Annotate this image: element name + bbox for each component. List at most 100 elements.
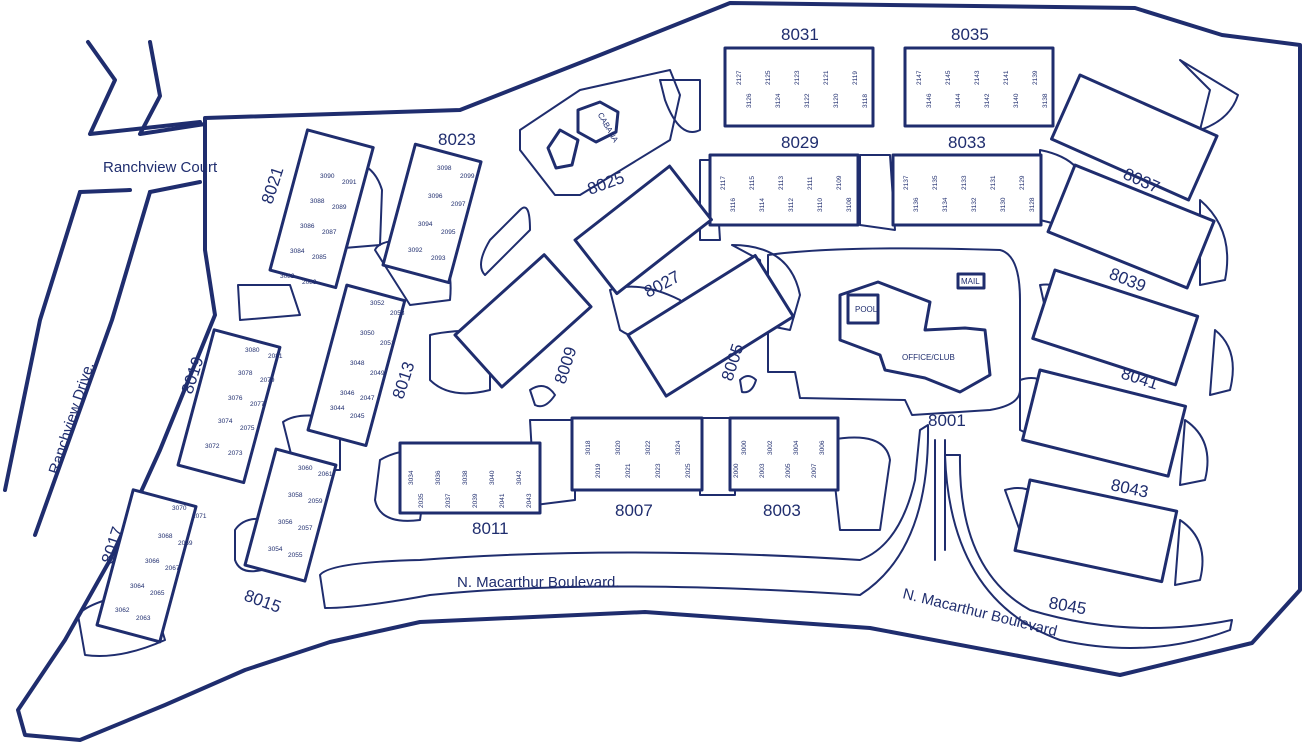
- building-8001-label[interactable]: 8001: [928, 411, 966, 430]
- unit-label: 3018: [585, 440, 592, 455]
- unit-label: 2057: [298, 525, 313, 532]
- building-8031-label[interactable]: 8031: [781, 25, 819, 44]
- unit-label: 2055: [288, 552, 303, 559]
- unit-label: 2083: [302, 279, 317, 286]
- unit-label: 3046: [340, 390, 355, 397]
- unit-label: 3108: [846, 197, 853, 212]
- unit-label: 3074: [218, 418, 233, 425]
- unit-label: 3004: [793, 440, 800, 455]
- unit-labels-8013: 3052 3050 3048 3046 3044 2053 2051 2049 …: [330, 300, 405, 420]
- unit-label: 2141: [1003, 70, 1010, 85]
- unit-label: 2109: [836, 175, 843, 190]
- unit-label: 3098: [437, 165, 452, 172]
- unit-label: 3144: [955, 93, 962, 108]
- property-boundary: [16, 1, 1302, 742]
- unit-label: 2113: [778, 176, 785, 190]
- unit-labels-8023: 3098 3096 3094 3092 2099 2097 2095 2093: [408, 165, 475, 262]
- unit-labels-8011: 3034 3036 3038 3040 3042 2035 2037 2039 …: [408, 470, 533, 508]
- unit-label: 2059: [308, 498, 323, 505]
- unit-labels-8035: 2147 2145 2143 2141 2139 3146 3144 3142 …: [916, 70, 1049, 108]
- unit-labels-8019: 3080 3078 3076 3074 3072 2081 2079 2077 …: [205, 347, 283, 457]
- unit-label: 2077: [250, 401, 265, 408]
- unit-labels-8015: 3060 3058 3056 3054 2061 2059 2057 2055: [268, 465, 333, 559]
- unit-label: 2097: [451, 201, 466, 208]
- unit-label: 3036: [435, 470, 442, 485]
- building-8035-label[interactable]: 8035: [951, 25, 989, 44]
- unit-labels-8021: 3090 3088 3086 3084 3082 2091 2089 2087 …: [280, 173, 357, 286]
- unit-label: 3002: [767, 440, 774, 455]
- unit-label: 3146: [926, 93, 933, 108]
- building-8011-label[interactable]: 8011: [472, 519, 509, 538]
- unit-label: 3094: [418, 221, 433, 228]
- unit-labels-8031: 2127 2125 2123 2121 2119 3126 3124 3122 …: [736, 70, 869, 108]
- unit-label: 3068: [158, 533, 173, 540]
- unit-label: 3022: [645, 440, 652, 455]
- unit-label: 2127: [736, 70, 743, 85]
- building-8003-label[interactable]: 8003: [763, 501, 801, 520]
- unit-label: 2129: [1019, 175, 1026, 190]
- building-8007-label[interactable]: 8007: [615, 501, 653, 520]
- unit-label: 3090: [320, 173, 335, 180]
- unit-label: 2049: [370, 370, 385, 377]
- building-8021-label[interactable]: 8021: [258, 164, 288, 206]
- ranchview-drive-label: Ranchview Drive.: [46, 360, 98, 476]
- unit-label: 2071: [192, 513, 207, 520]
- unit-label: 2043: [526, 493, 533, 508]
- unit-label: 2125: [765, 70, 772, 85]
- unit-label: 3044: [330, 405, 345, 412]
- unit-label: 2005: [785, 463, 792, 478]
- unit-label: 3062: [115, 607, 130, 614]
- unit-label: 3126: [746, 93, 753, 108]
- unit-label: 3038: [462, 470, 469, 485]
- unit-label: 2093: [431, 255, 446, 262]
- unit-label: 2069: [178, 540, 193, 547]
- unit-label: 2051: [380, 340, 395, 347]
- building-8027-label[interactable]: 8027: [641, 267, 683, 302]
- unit-label: 3118: [862, 94, 869, 108]
- unit-label: 2137: [903, 175, 910, 190]
- unit-label: 2123: [794, 70, 801, 85]
- unit-label: 3136: [913, 197, 920, 212]
- unit-label: 2147: [916, 70, 923, 85]
- unit-label: 2063: [136, 615, 151, 622]
- unit-label: 3070: [172, 505, 187, 512]
- building-8029-label[interactable]: 8029: [781, 133, 819, 152]
- building-8015-label[interactable]: 8015: [242, 586, 284, 617]
- unit-label: 2139: [1032, 70, 1039, 85]
- building-8033-label[interactable]: 8033: [948, 133, 986, 152]
- unit-label: 3054: [268, 546, 283, 553]
- unit-label: 3130: [1000, 197, 1007, 212]
- unit-label: 2073: [228, 450, 243, 457]
- unit-label: 3120: [833, 93, 840, 108]
- building-8025-label[interactable]: 8025: [585, 168, 627, 199]
- macarthur-median-west: [319, 424, 930, 609]
- unit-label: 2117: [720, 176, 727, 190]
- pool-label: POOL: [855, 305, 878, 314]
- unit-label: 3060: [298, 465, 313, 472]
- drive-divider: [934, 439, 946, 561]
- unit-label: 2023: [655, 463, 662, 478]
- unit-label: 2119: [852, 71, 859, 85]
- unit-label: 3048: [350, 360, 365, 367]
- building-8009-label[interactable]: 8009: [551, 344, 581, 386]
- unit-label: 3140: [1013, 93, 1020, 108]
- unit-label: 2061: [318, 471, 333, 478]
- building-8013-label[interactable]: 8013: [389, 359, 419, 401]
- unit-label: 2019: [595, 463, 602, 478]
- unit-label: 3096: [428, 193, 443, 200]
- unit-label: 3040: [489, 470, 496, 485]
- mail-label: MAIL: [961, 277, 980, 286]
- building-8023-label[interactable]: 8023: [438, 130, 476, 149]
- unit-label: 3092: [408, 247, 423, 254]
- unit-label: 2133: [961, 175, 968, 190]
- unit-label: 2099: [460, 173, 475, 180]
- building-8045-label[interactable]: 8045: [1047, 593, 1088, 618]
- macarthur-boulevard-west-label: N. Macarthur Boulevard.: [457, 574, 620, 591]
- unit-label: 2025: [685, 463, 692, 478]
- unit-label: 3124: [775, 93, 782, 108]
- unit-label: 2145: [945, 70, 952, 85]
- unit-label: 2135: [932, 175, 939, 190]
- unit-labels-8017: 3070 3068 3066 3064 3062 2071 2069 2067 …: [115, 505, 207, 622]
- unit-label: 3080: [245, 347, 260, 354]
